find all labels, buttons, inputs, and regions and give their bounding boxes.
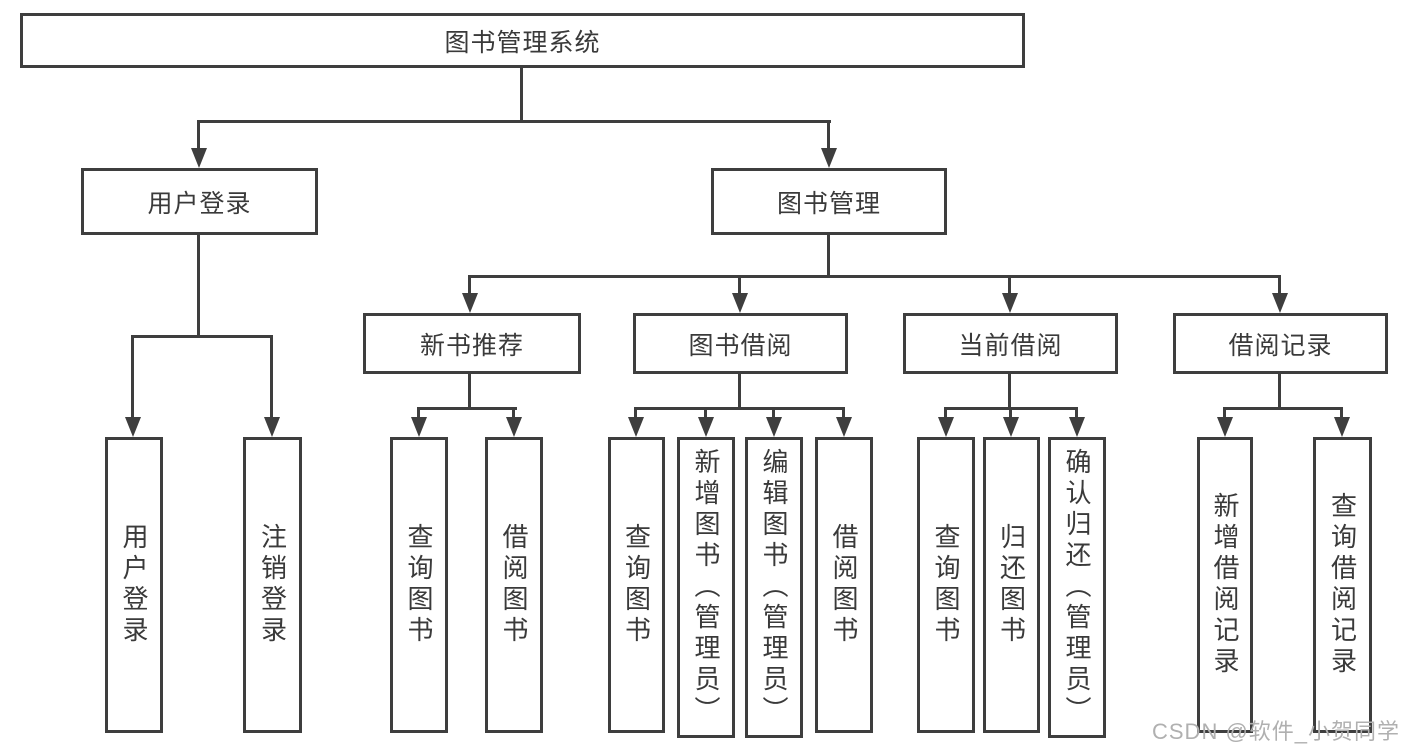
- arrowhead-new-books: [462, 293, 478, 313]
- node-book-borrow: 图书借阅: [633, 313, 848, 374]
- arrowhead-bw-add: [698, 417, 714, 437]
- connector-stem-nb-query: [417, 407, 420, 419]
- connector-level1-hline: [197, 120, 831, 123]
- connector-stem-bw-edit: [772, 407, 775, 419]
- connector-stem-new-books: [468, 275, 471, 297]
- leaf-borrow-books-newbooks-label: 借阅图书: [499, 523, 529, 647]
- node-book-borrow-label: 图书借阅: [688, 331, 793, 360]
- csdn-watermark: CSDN @软件_小贺同学: [1152, 719, 1401, 744]
- leaf-edit-book-admin: 编辑图书（管理员）: [745, 437, 803, 738]
- connector-book-borrow-hline: [634, 407, 845, 410]
- leaf-query-books-borrow: 查询图书: [608, 437, 665, 733]
- connector-root-stub: [520, 68, 523, 123]
- arrowhead-bw-edit: [766, 417, 782, 437]
- leaf-return-book: 归还图书: [983, 437, 1040, 733]
- connector-stem-current-borrow: [1008, 275, 1011, 297]
- connector-stem-cur-return: [1009, 407, 1012, 419]
- leaf-logout-label: 注销登录: [257, 523, 288, 647]
- connector-stem-book-management: [827, 120, 830, 152]
- arrowhead-book-borrow: [732, 293, 748, 313]
- connector-new-books-stub: [468, 374, 471, 410]
- arrowhead-bw-query: [628, 417, 644, 437]
- leaf-borrow-books-borrow-label: 借阅图书: [829, 523, 859, 647]
- arrowhead-user-login: [191, 148, 207, 168]
- leaf-query-books-current-label: 查询图书: [931, 523, 961, 647]
- leaf-add-borrow-record: 新增借阅记录: [1197, 437, 1253, 733]
- connector-stem-book-borrow: [738, 275, 741, 297]
- node-root-label: 图书管理系统: [444, 28, 601, 57]
- arrowhead-rec-add: [1217, 417, 1233, 437]
- node-new-book-recommend-label: 新书推荐: [419, 331, 524, 360]
- leaf-borrow-books-borrow: 借阅图书: [815, 437, 873, 733]
- leaf-borrow-books-newbooks: 借阅图书: [485, 437, 543, 733]
- arrowhead-cur-confirm: [1069, 417, 1085, 437]
- leaf-confirm-return-admin: 确认归还（管理员）: [1048, 437, 1106, 738]
- arrowhead-cur-return: [1003, 417, 1019, 437]
- connector-stem-user-login: [197, 120, 200, 152]
- connector-borrow-records-stub: [1278, 374, 1281, 410]
- leaf-edit-book-admin-label: 编辑图书（管理员）: [759, 448, 789, 727]
- leaf-query-books-newbooks-label: 查询图书: [404, 523, 434, 647]
- connector-user-login-hline: [131, 335, 273, 338]
- arrowhead-bw-borrow: [836, 417, 852, 437]
- connector-stem-rec-query: [1340, 407, 1343, 419]
- arrowhead-borrow-records: [1272, 293, 1288, 313]
- leaf-return-book-label: 归还图书: [996, 523, 1027, 647]
- node-book-management: 图书管理: [711, 168, 947, 235]
- connector-borrow-records-hline: [1223, 407, 1343, 410]
- leaf-query-borrow-record-label: 查询借阅记录: [1327, 492, 1358, 678]
- node-book-management-label: 图书管理: [776, 189, 881, 218]
- node-current-borrow-label: 当前借阅: [958, 331, 1063, 360]
- connector-stem-nb-borrow: [512, 407, 515, 419]
- connector-current-borrow-stub: [1008, 374, 1011, 410]
- connector-stem-bw-add: [704, 407, 707, 419]
- leaf-add-borrow-record-label: 新增借阅记录: [1210, 492, 1240, 678]
- arrowhead-leaf-login: [125, 417, 141, 437]
- leaf-user-login: 用户登录: [105, 437, 163, 733]
- leaf-add-book-admin: 新增图书（管理员）: [677, 437, 735, 738]
- node-borrow-records-label: 借阅记录: [1228, 331, 1333, 360]
- arrowhead-nb-borrow: [506, 417, 522, 437]
- connector-new-books-hline: [417, 407, 517, 410]
- arrowhead-rec-query: [1334, 417, 1350, 437]
- leaf-confirm-return-admin-label: 确认归还（管理员）: [1062, 448, 1092, 727]
- connector-level2-hline: [468, 275, 1281, 278]
- node-new-book-recommend: 新书推荐: [363, 313, 581, 374]
- connector-stem-leaf-logout: [270, 335, 273, 419]
- connector-book-borrow-stub: [738, 374, 741, 410]
- connector-book-management-stub: [827, 235, 830, 278]
- node-current-borrow: 当前借阅: [903, 313, 1118, 374]
- node-borrow-records: 借阅记录: [1173, 313, 1388, 374]
- connector-stem-borrow-records: [1278, 275, 1281, 297]
- leaf-query-borrow-record: 查询借阅记录: [1313, 437, 1372, 733]
- arrowhead-book-management: [821, 148, 837, 168]
- connector-user-login-stub: [197, 235, 200, 338]
- leaf-query-books-borrow-label: 查询图书: [621, 523, 652, 647]
- leaf-logout: 注销登录: [243, 437, 302, 733]
- connector-stem-bw-borrow: [842, 407, 845, 419]
- connector-stem-leaf-login: [131, 335, 134, 419]
- node-user-login: 用户登录: [81, 168, 318, 235]
- arrowhead-leaf-logout: [264, 417, 280, 437]
- connector-stem-cur-confirm: [1075, 407, 1078, 419]
- leaf-add-book-admin-label: 新增图书（管理员）: [691, 448, 721, 727]
- node-user-login-label: 用户登录: [147, 189, 252, 218]
- connector-stem-rec-add: [1223, 407, 1226, 419]
- node-root: 图书管理系统: [20, 13, 1025, 68]
- arrowhead-cur-query: [938, 417, 954, 437]
- arrowhead-current-borrow: [1002, 293, 1018, 313]
- leaf-query-books-newbooks: 查询图书: [390, 437, 448, 733]
- leaf-query-books-current: 查询图书: [917, 437, 975, 733]
- leaf-user-login-label: 用户登录: [119, 523, 149, 647]
- connector-stem-bw-query: [634, 407, 637, 419]
- connector-stem-cur-query: [944, 407, 947, 419]
- arrowhead-nb-query: [411, 417, 427, 437]
